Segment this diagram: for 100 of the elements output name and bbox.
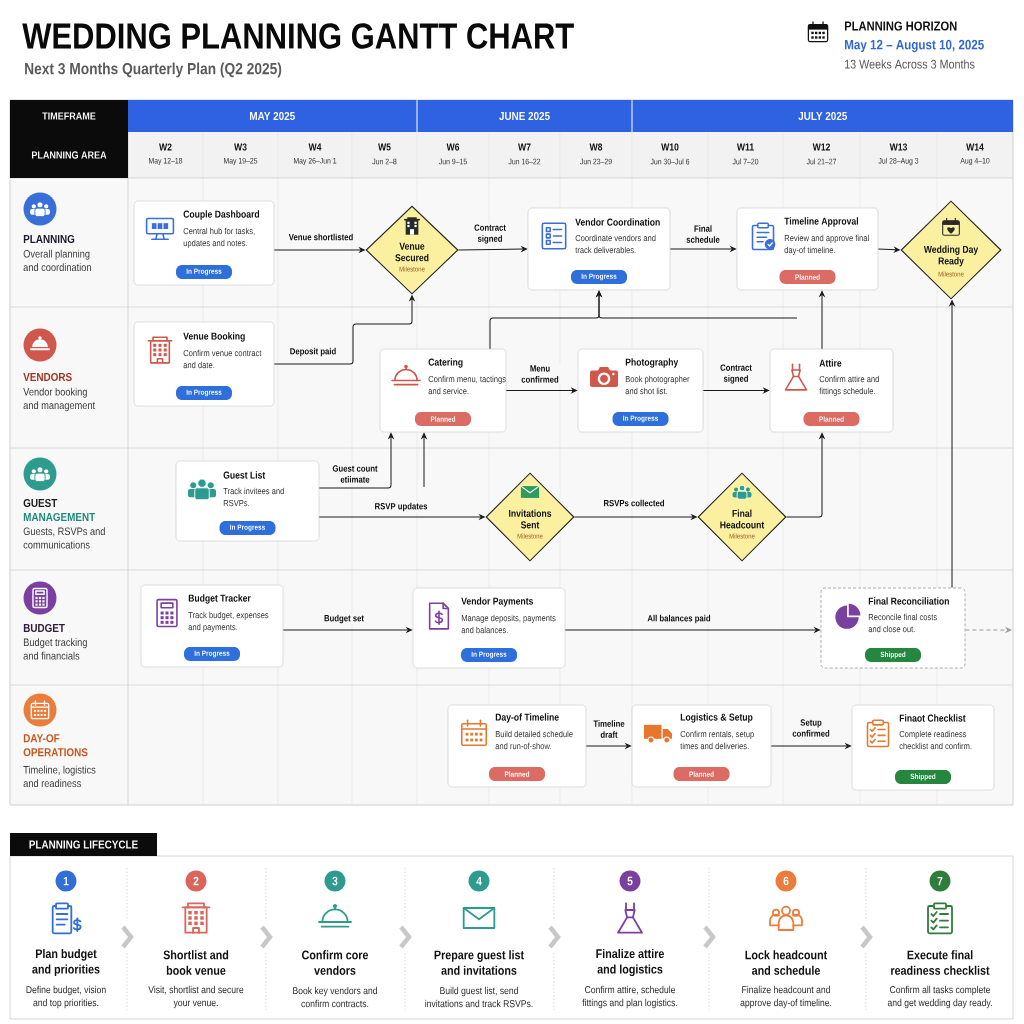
step-number: 3 [324,870,346,892]
task-title: Venue Booking [183,332,245,342]
week-label: W12 [812,143,830,151]
edge-label: Timeline draft [587,719,631,739]
task-card [175,460,320,542]
week-dates: Jun 9–15 [438,158,467,165]
task-card [133,200,275,286]
week-label: W13 [889,143,908,151]
task-description: Track budget, expenses and payments. [188,611,269,632]
lane-title: PLANNING [23,234,75,244]
task-title: Finaot Checklist [899,714,966,722]
lane-description: Vendor booking and management [23,387,96,412]
week-label: W2 [159,143,172,151]
task-description: Review and approve final day-of timeline. [784,234,869,255]
edge-label: RSVPs collected [602,498,666,508]
milestone-title: Wedding Day Ready [923,245,979,267]
task-title: Catering [428,358,463,368]
step-title: Confirm core vendors [302,950,369,975]
arrow [702,387,769,394]
step-description: Define budget, vision and top priorities. [26,985,106,1009]
week-dates: May 19–25 [224,157,258,166]
task-title: Final Reconciliation [868,597,949,605]
task-card [140,584,284,668]
week-dates: Jun 30–Jul 6 [650,158,690,165]
task-description: Confirm rentals, setup times and deliveries. [680,730,754,750]
task-card [736,207,879,291]
task-description: Manage deposits, payments and balances. [461,614,556,634]
task-title: Vendor Payments [461,597,533,607]
arrow [282,627,412,633]
week-label: W14 [966,143,984,151]
arrow [273,295,415,365]
step-number: 4 [468,870,490,892]
edge-label: Contract signed [466,223,514,245]
task-description: Coordinate vendors and track deliverables. [575,234,656,254]
week-label: W11 [736,143,754,151]
task-card [631,704,772,788]
date-range: May 12 – August 10, 2025 [845,39,984,53]
milestone-diamond [485,472,575,562]
week-dates: Jul 21–27 [806,158,837,165]
arrow [273,247,365,253]
task-title: Guest List [223,471,266,479]
lane-description: Guests, RSVPs and communications [23,527,105,549]
horizon-heading: PLANNING HORIZON [844,21,957,31]
week-label: W8 [589,143,603,151]
week-label: W10 [661,143,679,151]
milestone-diamond [900,200,1002,300]
milestone-title: Final Headcount [720,509,765,529]
task-title: Budget Tracker [188,594,251,604]
arrow [596,291,798,319]
week-dates: Jul 28–Aug 3 [878,157,919,166]
edge-label: RSVP updates [373,501,429,513]
week-dates: May 12–18 [149,157,183,166]
arrow [669,246,736,252]
month-header: MAY 2025 [128,100,417,132]
month-header: JULY 2025 [632,100,1013,132]
lane-description: Timeline, logistics and readiness [23,765,96,788]
edge-label: Setup confirmed [787,718,835,738]
task-description: Confirm venue contract and date. [183,349,262,369]
edge-label: Guest count etiimate [327,464,383,484]
edge-label: Menu confirmed [515,364,565,384]
dashed-arrow [964,627,1012,633]
column-header: TIMEFRAME [10,100,128,132]
arrow [819,291,825,350]
month-header: JUNE 2025 [417,100,632,132]
edge-label: Contract signed [712,363,760,385]
lane-title: VENDORS [23,372,72,382]
task-description: Build detailed schedule and run-of-show. [495,730,573,750]
step-number: 2 [185,870,207,892]
column-header: PLANNING AREA [10,132,128,178]
step-title: Shortlist and book venue [163,950,229,975]
arrow [585,743,631,749]
step-description: Build guest list, send invitations and track RSVPs. [425,986,533,1008]
milestone-title: Venue Secured [395,242,429,262]
arrow [458,246,527,252]
step-description: Book key vendors and confirm contracts. [293,986,377,1008]
step-title: Execute final readiness checklist [891,950,990,975]
task-card [133,321,275,407]
arrow [786,433,825,518]
week-label: W3 [234,143,247,151]
milestone-diamond [697,472,787,562]
step-number: 1 [55,870,77,892]
step-description: Finalize headcount and approve day-of timeline. [740,985,832,1009]
milestone-diamond [365,205,459,295]
step-title: Finalize attire and logistics [596,948,664,977]
arrow [318,514,485,520]
arrow [770,743,851,749]
step-title: Plan budget and priorities [32,948,100,977]
week-dates: Aug 4–10 [960,157,990,166]
edge-label: Venue shortlisted [287,232,355,242]
week-label: W7 [518,143,531,151]
task-title: Photography [625,358,679,368]
lane-description: Budget tracking and financials [23,638,87,660]
edge-label: Budget set [322,613,366,625]
task-description: Reconcile final costs and close out. [868,613,937,633]
task-description: Confirm menu, tactings and service. [428,375,506,395]
chart-title: WEDDING PLANNING GANTT CHART [22,23,574,49]
task-card [527,207,671,291]
task-card [379,348,507,433]
horizon-note: 13 Weeks Across 3 Months [845,59,975,69]
task-description: Confirm attire and fittings schedule. [819,375,879,396]
